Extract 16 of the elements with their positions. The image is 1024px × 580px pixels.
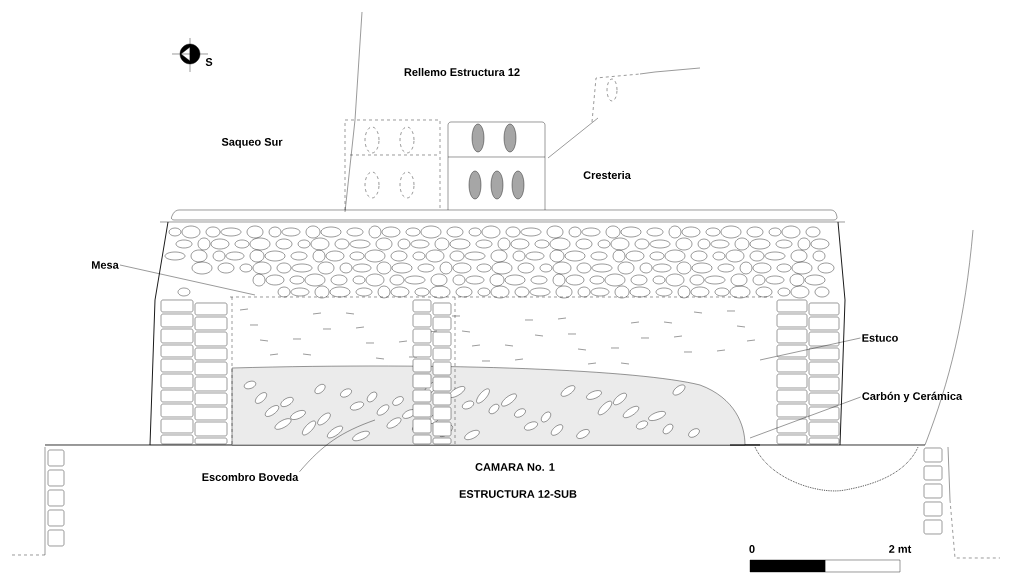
callout-label: Mesa bbox=[92, 261, 119, 269]
scale-label: 0 bbox=[749, 545, 755, 553]
compass-label: S bbox=[205, 58, 213, 66]
leader-line bbox=[749, 396, 861, 439]
leader-line bbox=[759, 337, 861, 361]
area-label: Saqueo Sur bbox=[221, 138, 283, 148]
callout-label: Escombro Boveda bbox=[202, 472, 299, 482]
scale-label: 2 mt bbox=[889, 545, 912, 553]
drawing-subtitle: ESTRUCTURA 12-SUB bbox=[459, 490, 577, 498]
leader-line bbox=[119, 264, 256, 296]
drawing-title: CAMARA No. 1 bbox=[475, 463, 555, 471]
area-label: Cresteria bbox=[583, 170, 631, 180]
callout-label: Estuco bbox=[862, 334, 898, 342]
leader-line bbox=[299, 419, 376, 472]
callout-label: Carbón y Cerámica bbox=[862, 391, 963, 403]
area-label: Rellemo Estructura 12 bbox=[404, 67, 520, 77]
